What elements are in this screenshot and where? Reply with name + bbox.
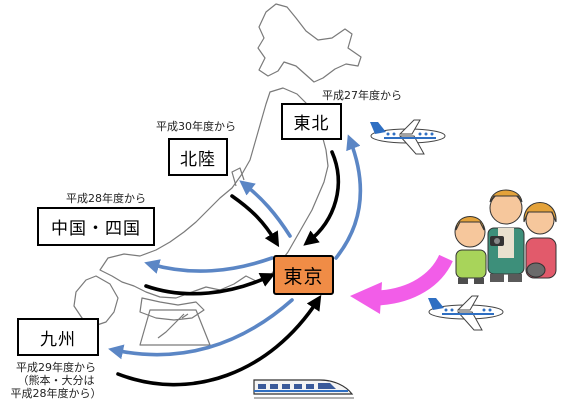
kyushu-note-line-1: 平成29年度から	[16, 361, 96, 374]
bullet-train-icon	[253, 379, 354, 399]
hub-box-tokyo: 東京	[273, 255, 334, 295]
tourist-mother	[523, 202, 557, 279]
okinawa-inset-frame	[139, 309, 211, 346]
arrow-tokyo-to-chugoku	[144, 256, 274, 274]
arrow-kyushu-to-tokyo	[116, 294, 322, 387]
tourist-child	[454, 216, 487, 284]
tourist-family-icon	[454, 189, 557, 284]
region-box-chugoku-shikoku: 中国・四国	[37, 207, 155, 246]
outbound-arrows	[108, 134, 363, 360]
tourist-father	[487, 189, 525, 282]
inbound-arrows	[116, 150, 341, 387]
arrow-chugoku-to-tokyo	[144, 273, 276, 296]
kyushu-note-line-3: 平成28年度から）	[10, 387, 102, 400]
honshu-outline	[99, 87, 329, 299]
kyushu-note-line-2: （熊本・大分は	[17, 374, 95, 387]
chugoku-shikoku-start-note: 平成28年度から	[66, 192, 146, 205]
hokuriku-start-note: 平成30年度から	[156, 120, 236, 133]
arrow-tokyo-to-kyushu	[108, 298, 294, 360]
arrow-tokyo-to-hokuriku	[239, 180, 292, 238]
kyushu-start-note: 平成29年度から （熊本・大分は 平成28年度から）	[6, 361, 106, 400]
tohoku-start-note: 平成27年度から	[322, 89, 402, 102]
tourist-arrow	[350, 254, 453, 314]
airplane-icon	[428, 295, 504, 331]
okinawa-islands	[157, 313, 189, 339]
hokkaido-outline	[257, 3, 362, 83]
arrow-tohoku-to-tokyo	[303, 150, 341, 246]
noto-outline	[231, 167, 245, 187]
region-box-hokuriku: 北陸	[168, 138, 228, 176]
region-box-tohoku: 東北	[281, 103, 342, 140]
arrow-tokyo-to-tohoku	[334, 134, 363, 260]
region-box-kyushu: 九州	[17, 318, 99, 356]
shikoku-outline	[139, 297, 205, 321]
airplane-icon	[370, 119, 446, 155]
arrow-hokuriku-to-tokyo	[230, 194, 280, 248]
